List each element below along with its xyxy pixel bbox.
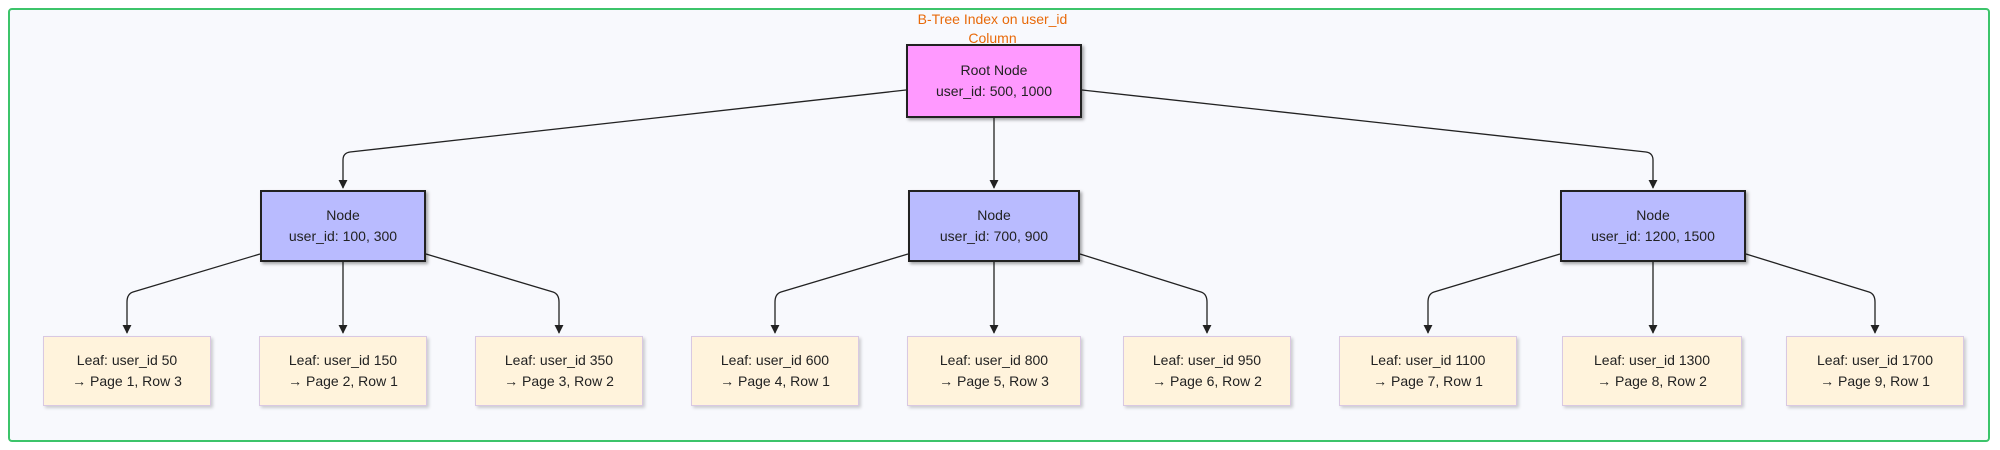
leaf-key: Leaf: user_id 950 bbox=[1152, 352, 1262, 368]
leaf-key: Leaf: user_id 350 bbox=[504, 352, 614, 368]
internal-node-1: Node user_id: 100, 300 bbox=[260, 190, 426, 262]
leaf-key: Leaf: user_id 1300 bbox=[1594, 352, 1710, 368]
leaf-pointer: → Page 1, Row 3 bbox=[72, 373, 182, 389]
leaf-pointer: → Page 7, Row 1 bbox=[1373, 373, 1483, 389]
leaf-key: Leaf: user_id 1100 bbox=[1370, 352, 1486, 368]
leaf-node-2: Leaf: user_id 150 → Page 2, Row 1 bbox=[259, 336, 427, 406]
root-node-keys: user_id: 500, 1000 bbox=[936, 83, 1052, 99]
internal-node-keys: user_id: 100, 300 bbox=[288, 228, 398, 244]
leaf-pointer: → Page 5, Row 3 bbox=[939, 373, 1049, 389]
root-node-label: Root Node bbox=[960, 62, 1028, 78]
leaf-node-3: Leaf: user_id 350 → Page 3, Row 2 bbox=[475, 336, 643, 406]
leaf-node-1: Leaf: user_id 50 → Page 1, Row 3 bbox=[43, 336, 211, 406]
internal-node-label: Node bbox=[1636, 207, 1670, 223]
leaf-pointer: → Page 2, Row 1 bbox=[288, 373, 398, 389]
leaf-pointer: → Page 4, Row 1 bbox=[720, 373, 830, 389]
leaf-key: Leaf: user_id 800 bbox=[939, 352, 1049, 368]
edge-node1-leaf3 bbox=[425, 253, 564, 334]
leaf-key: Leaf: user_id 50 bbox=[76, 352, 178, 368]
leaf-node-4: Leaf: user_id 600 → Page 4, Row 1 bbox=[691, 336, 859, 406]
edge-root-node3 bbox=[1081, 89, 1658, 189]
internal-node-label: Node bbox=[977, 207, 1011, 223]
leaf-node-6: Leaf: user_id 950 → Page 6, Row 2 bbox=[1123, 336, 1291, 406]
edge-node2-leaf4 bbox=[770, 253, 909, 334]
internal-node-keys: user_id: 1200, 1500 bbox=[1591, 228, 1715, 244]
leaf-pointer: → Page 3, Row 2 bbox=[504, 373, 614, 389]
edge-node2-leaf6 bbox=[1079, 253, 1212, 334]
edge-node1-leaf1 bbox=[122, 253, 261, 334]
internal-node-3: Node user_id: 1200, 1500 bbox=[1560, 190, 1746, 262]
leaf-key: Leaf: user_id 150 bbox=[288, 352, 398, 368]
leaf-node-5: Leaf: user_id 800 → Page 5, Row 3 bbox=[907, 336, 1081, 406]
leaf-pointer: → Page 9, Row 1 bbox=[1820, 373, 1930, 389]
leaf-key: Leaf: user_id 1700 bbox=[1817, 352, 1933, 368]
leaf-pointer: → Page 6, Row 2 bbox=[1152, 373, 1262, 389]
edge-node3-leaf7 bbox=[1423, 253, 1561, 334]
root-node: Root Node user_id: 500, 1000 bbox=[906, 44, 1082, 118]
edge-root-node1 bbox=[338, 89, 907, 189]
leaf-key: Leaf: user_id 600 bbox=[720, 352, 830, 368]
leaf-node-9: Leaf: user_id 1700 → Page 9, Row 1 bbox=[1786, 336, 1964, 406]
leaf-node-8: Leaf: user_id 1300 → Page 8, Row 2 bbox=[1562, 336, 1742, 406]
leaf-pointer: → Page 8, Row 2 bbox=[1597, 373, 1707, 389]
internal-node-keys: user_id: 700, 900 bbox=[939, 228, 1049, 244]
internal-node-label: Node bbox=[326, 207, 360, 223]
edge-node3-leaf9 bbox=[1745, 253, 1880, 334]
diagram-title: B-Tree Index on user_id Column bbox=[917, 11, 1068, 46]
leaf-node-7: Leaf: user_id 1100 → Page 7, Row 1 bbox=[1339, 336, 1517, 406]
internal-node-2: Node user_id: 700, 900 bbox=[908, 190, 1080, 262]
